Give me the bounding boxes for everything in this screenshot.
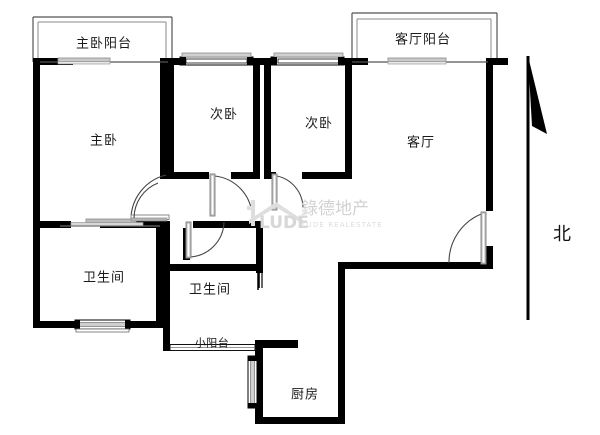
room-label-bathroom-main: 卫生间 — [82, 270, 126, 286]
third-bedroom-window — [270, 52, 345, 66]
bathroom-main-door — [133, 182, 159, 219]
bathroom-second-window — [258, 271, 263, 288]
room-label-living-room: 客厅 — [406, 135, 436, 151]
living-balcony-outline-inner — [356, 18, 492, 62]
room-label-living-balcony: 客厅阳台 — [394, 32, 452, 48]
living-balcony-outline — [351, 12, 498, 62]
small-balcony-window — [169, 344, 256, 351]
room-label-second-bedroom: 次卧 — [209, 107, 239, 123]
bathroom-second-door — [185, 221, 225, 259]
kitchen-window — [247, 355, 258, 409]
master-balcony-outline — [32, 16, 173, 62]
room-label-kitchen: 厨房 — [290, 387, 320, 403]
room-label-master-balcony: 主卧阳台 — [75, 36, 133, 52]
master-balcony-outline-inner — [37, 21, 167, 62]
master-bedroom-door — [130, 174, 170, 222]
compass-north-label: 北 — [553, 224, 571, 245]
second-bedroom-window — [179, 52, 254, 66]
room-label-master-bedroom: 主卧 — [89, 133, 119, 149]
master-balcony-window — [40, 57, 168, 65]
room-label-bathroom-second: 卫生间 — [188, 282, 232, 298]
structural-walls — [33, 58, 508, 424]
third-bedroom-door — [271, 173, 304, 211]
room-label-third-bedroom: 次卧 — [304, 116, 334, 132]
entrance-door — [448, 211, 487, 265]
bathroom-main-window — [74, 319, 131, 333]
room-label-small-balcony: 小阳台 — [194, 336, 230, 350]
living-balcony-window — [352, 57, 488, 65]
north-arrow-icon — [526, 56, 547, 320]
second-bedroom-door — [209, 173, 253, 217]
